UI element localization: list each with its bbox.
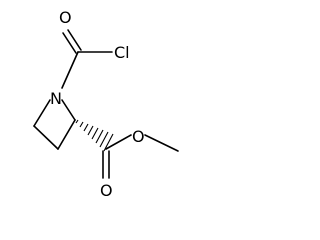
- bond-o-methyl: [144, 134, 179, 152]
- molecule-drawing: O Cl N O O: [33, 8, 179, 200]
- bond-c-n: [61, 51, 79, 89]
- bond-n-c4: [33, 99, 51, 127]
- atom-label-o-ester-carbonyl: O: [100, 181, 113, 200]
- carbamoyl-chloride-group: [61, 29, 113, 89]
- bond-ester-c-o: [105, 134, 132, 150]
- atom-label-o-carbonyl: O: [59, 8, 72, 27]
- hash-7: [99, 131, 109, 148]
- bond-c3-c2: [57, 119, 76, 150]
- atom-label-cl: Cl: [114, 43, 130, 62]
- methyl-ester-group: [102, 134, 179, 179]
- hash-8: [103, 133, 114, 152]
- hash-3: [83, 123, 89, 132]
- atom-label-o-ester: O: [132, 127, 145, 146]
- hashed-wedge-bond: [75, 119, 114, 152]
- bond-c-o-double-2: [67, 29, 82, 51]
- hash-4: [87, 125, 94, 136]
- azetidine-ring: [33, 99, 76, 150]
- hash-1: [75, 119, 79, 124]
- atom-label-n: N: [50, 89, 62, 108]
- hash-5: [91, 127, 99, 140]
- hash-6: [95, 129, 104, 144]
- structure-canvas: O Cl N O O: [33, 8, 179, 200]
- hash-2: [79, 121, 84, 128]
- bond-c2-n: [61, 99, 76, 121]
- bond-c4-c3: [33, 125, 59, 150]
- bond-c-o-double-1: [62, 32, 77, 54]
